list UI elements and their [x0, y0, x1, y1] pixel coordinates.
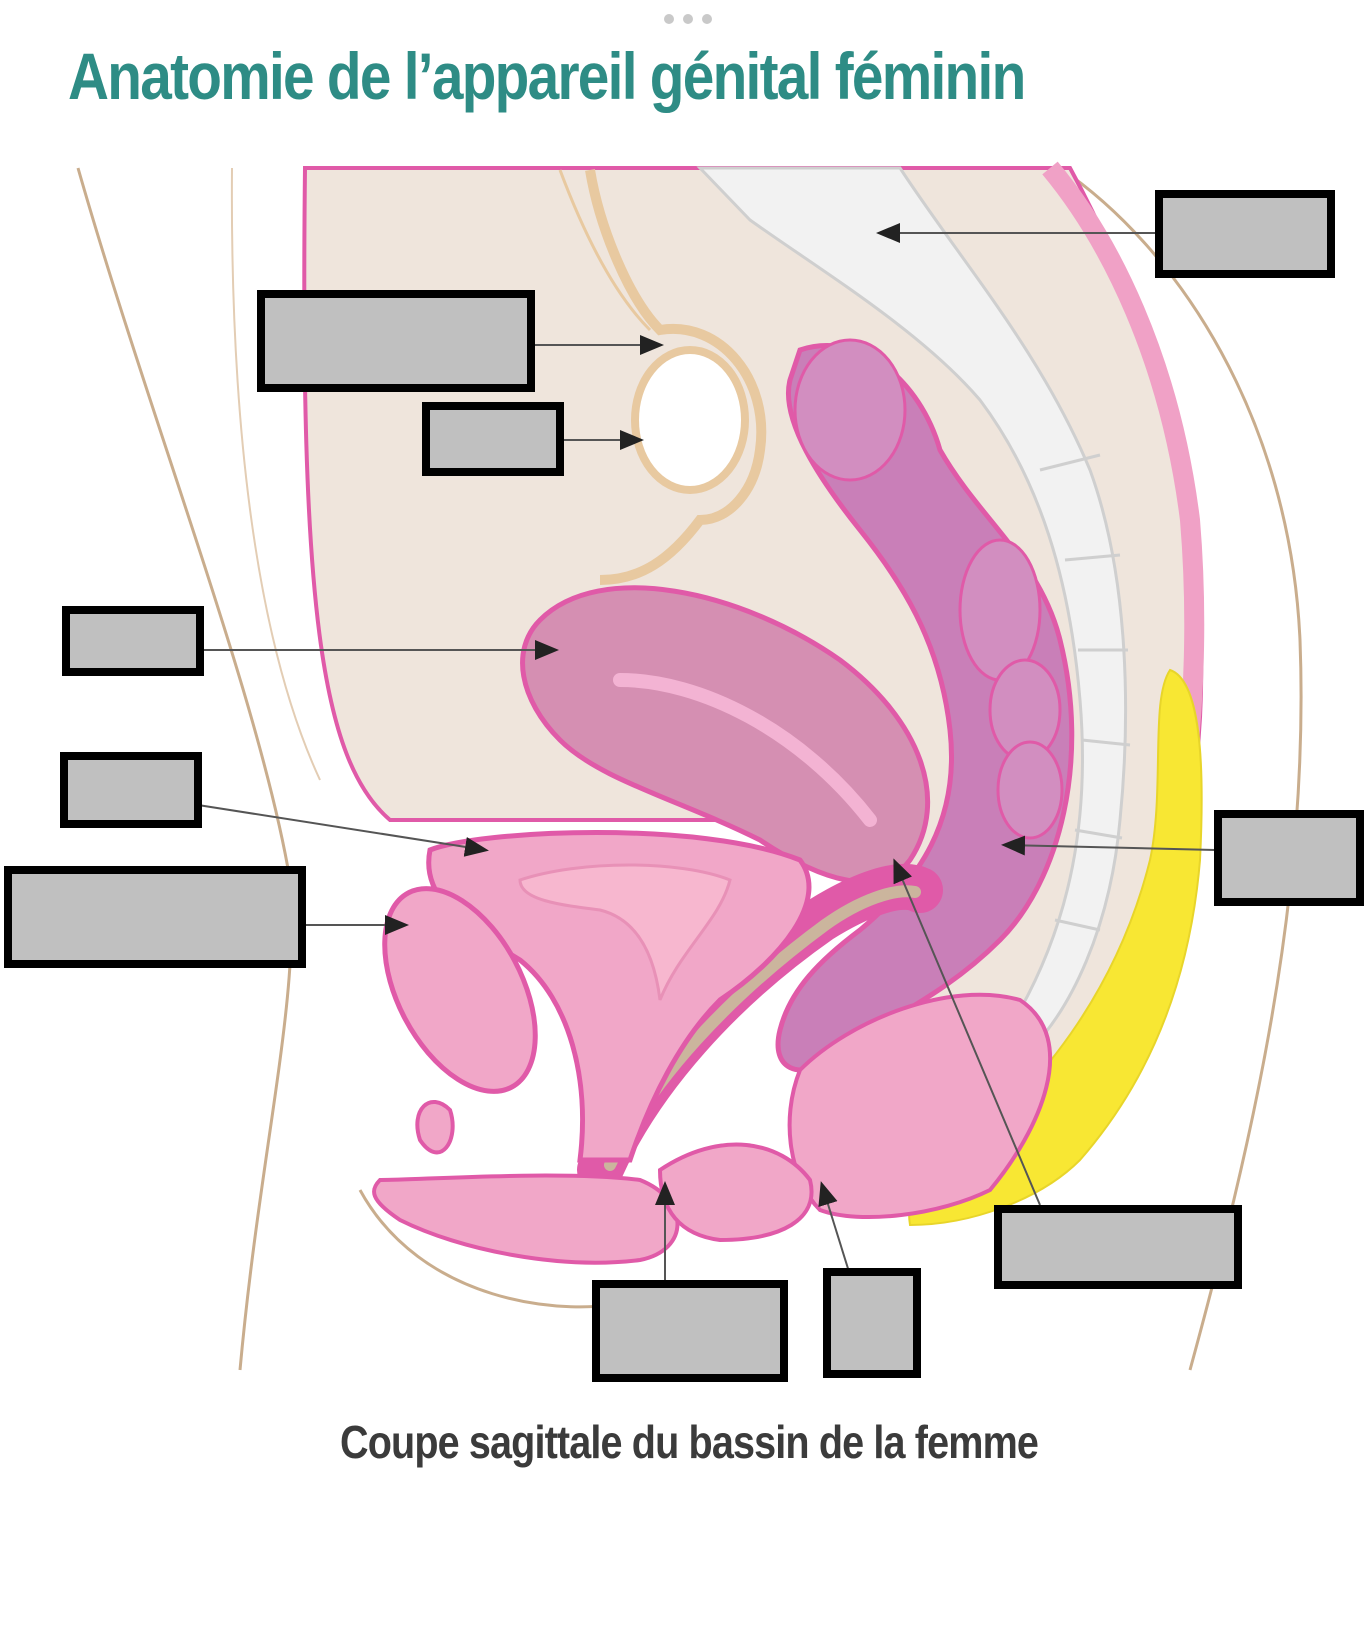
label-box-uterus[interactable] — [62, 606, 204, 676]
bladder-lumen — [518, 863, 732, 1006]
drag-dot — [683, 14, 693, 24]
fallopian-tube — [585, 169, 767, 585]
drag-handle[interactable] — [664, 14, 712, 26]
leader-line-rectum — [1001, 835, 1216, 856]
ischiorectal-fat — [908, 668, 1203, 1227]
body-outline-front-inner — [230, 167, 321, 781]
label-box-col[interactable] — [994, 1205, 1242, 1289]
round-ligament — [558, 169, 652, 332]
body-outline-front — [76, 167, 294, 1371]
label-box-rectum[interactable] — [1214, 810, 1364, 906]
pubic-symphysis — [382, 886, 538, 1094]
labia — [372, 1173, 680, 1265]
rectum-haustra — [793, 338, 907, 482]
label-box-symphyse[interactable] — [4, 866, 306, 968]
ovary — [631, 346, 749, 494]
page-title: Anatomie de l’appareil génital féminin — [68, 39, 1026, 113]
label-box-sacrum[interactable] — [1155, 190, 1335, 278]
body-outline-back — [1059, 166, 1303, 1371]
drag-dot — [664, 14, 674, 24]
drag-dot — [702, 14, 712, 24]
leader-line-anus — [818, 1181, 851, 1276]
label-box-ovaire[interactable] — [422, 402, 564, 476]
rectum-haustra — [996, 740, 1064, 840]
label-box-vessie[interactable] — [60, 752, 202, 828]
label-box-vagin[interactable] — [592, 1280, 788, 1382]
sacrum-segment-line — [1039, 453, 1131, 932]
label-box-anus[interactable] — [823, 1268, 921, 1378]
clitoris — [415, 1100, 455, 1155]
leader-line-vessie — [197, 804, 489, 857]
perineal-body — [657, 1142, 814, 1243]
diagram-caption: Coupe sagittale du bassin de la femme — [340, 1416, 1039, 1468]
uterine-cavity — [613, 673, 877, 827]
label-box-trompe[interactable] — [257, 290, 535, 392]
leader-line-col — [893, 858, 1041, 1206]
